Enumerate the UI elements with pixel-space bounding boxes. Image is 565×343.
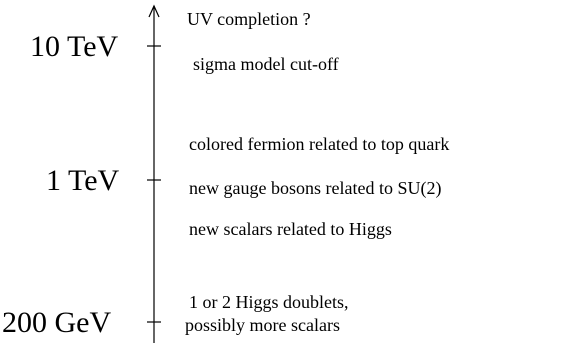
scale-label-200gev: 200 GeV (2, 306, 111, 339)
energy-axis (148, 4, 160, 343)
axis-arrowhead (148, 4, 160, 18)
note-gauge-bosons: new gauge bosons related to SU(2) (189, 178, 441, 199)
scale-label-1tev: 1 TeV (46, 164, 120, 197)
scale-label-10tev: 10 TeV (30, 30, 119, 63)
note-sigma-model-cutoff: sigma model cut-off (193, 54, 339, 74)
note-more-scalars: possibly more scalars (185, 315, 340, 335)
note-new-scalars: new scalars related to Higgs (189, 219, 392, 239)
note-colored-fermion: colored fermion related to top quark (189, 134, 449, 154)
note-higgs-doublets: 1 or 2 Higgs doublets, (189, 292, 349, 312)
note-uv-completion: UV completion ? (187, 9, 311, 29)
